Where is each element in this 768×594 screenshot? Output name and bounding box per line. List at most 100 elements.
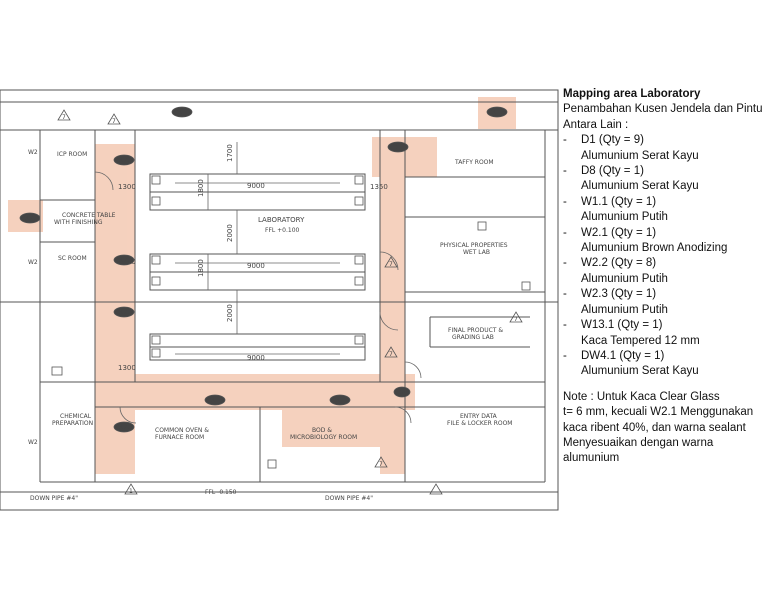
dim-2000-a: 2000 [226, 224, 234, 242]
marker-numbers: 7 7 7 7 7 7 1 [62, 114, 518, 495]
down-pipe-right: DOWN PIPE #4" [325, 495, 373, 502]
room-chemical-2: PREPARATION [52, 420, 93, 427]
note-line: Menyesuaikan dengan warna [563, 436, 714, 449]
tag-w2-2-d: W2.2 [118, 424, 134, 431]
room-physical: PHYSICAL PROPERTIES [440, 242, 508, 249]
marker-7-c: 7 [389, 261, 393, 268]
laboratory-floor-plan: LABORATORY FFL +0.100 ICP ROOM CONCRETE … [0, 89, 559, 511]
triangle-markers [57, 109, 523, 495]
notes-panel: Mapping area Laboratory Penambahan Kusen… [563, 87, 768, 467]
opening-list-item: -W2.2 (Qty = 8) Alumunium Putih [563, 256, 768, 287]
bullet: - [563, 349, 567, 362]
dim-9000-c: 9000 [247, 354, 265, 362]
ffl-exterior: FFL -0.150 [205, 489, 237, 496]
marker-7-f: 7 [379, 461, 383, 468]
item-label: W13.1 (Qty = 1) [581, 319, 663, 332]
bullet: - [563, 257, 567, 270]
room-taffy: TAFFY ROOM [454, 159, 494, 166]
dim-1700: 1700 [226, 144, 234, 162]
item-label: DW4.1 (Qty = 1) [581, 349, 665, 362]
bullet: - [563, 226, 567, 239]
dim-9000-a: 9000 [247, 182, 265, 190]
item-material: Alumunium Serat Kayu [581, 180, 699, 193]
opening-list-item: - W13.1 (Qty = 1) Kaca Tempered 12 mm [563, 318, 768, 349]
bullet: - [563, 288, 567, 301]
marker-7-d: 7 [389, 351, 393, 358]
dim-1800-b: 1800 [197, 259, 205, 277]
tag-w2-c: W2 [28, 439, 38, 446]
door-swings [94, 171, 422, 424]
tag-w2-2-a: W2.2 [118, 157, 134, 164]
room-icp: ICP ROOM [57, 151, 87, 158]
tag-w2-2-c: W2.2 [118, 309, 134, 316]
tag-d8: D8 [397, 389, 406, 396]
opening-tag-labels: W2.1 W2.2 W2.2 W2.2 W2.2 W1 W13 D1 D8 W1… [24, 109, 505, 446]
opening-list-item: - W2.3 (Qty = 1) Alumunium Putih [563, 287, 768, 318]
item-label: D8 (Qty = 1) [581, 165, 644, 178]
tag-w13: W13 [491, 109, 505, 116]
item-label: W2.1 (Qty = 1) [581, 226, 657, 239]
note-line: alumunium [563, 452, 620, 465]
notes-title: Mapping area Laboratory [563, 88, 701, 100]
bullet: - [563, 319, 567, 332]
note-line: t= 6 mm, kecuali W2.1 Menggunakan [563, 406, 754, 419]
room-laboratory: LABORATORY [258, 216, 305, 224]
item-material: Alumunium Serat Kayu [581, 365, 699, 378]
down-pipe-left: DOWN PIPE #4" [30, 495, 78, 502]
tag-w2-a: W2 [28, 149, 38, 156]
opening-list-item: - W1.1 (Qty = 1) Alumunium Putih [563, 195, 768, 226]
item-material: Alumunium Putih [581, 211, 668, 224]
highlight-areas [8, 97, 516, 474]
notes-intro-2: Antara Lain : [563, 118, 629, 131]
room-sc: SC ROOM [58, 255, 87, 262]
item-material: Alumunium Putih [581, 272, 668, 285]
marker-7-b: 7 [112, 118, 116, 125]
dim-9000-b: 9000 [247, 262, 265, 270]
room-micro: MICROBIOLOGY ROOM [290, 434, 357, 441]
walls [0, 89, 559, 511]
item-label: W2.3 (Qty = 1) [581, 288, 657, 301]
room-chemical: CHEMICAL [60, 413, 92, 420]
lab-benches [149, 173, 366, 361]
item-material: Alumunium Brown Anodizing [581, 242, 728, 255]
equipment-symbols [51, 175, 531, 469]
room-entry: ENTRY DATA [460, 413, 498, 420]
item-label: W1.1 (Qty = 1) [581, 195, 657, 208]
dim-1800-a: 1800 [197, 179, 205, 197]
opening-list-item: - D8 (Qty = 1) Alumunium Serat Kayu [563, 164, 768, 195]
note-line: Note : Untuk Kaca Clear Glass [563, 390, 720, 403]
room-laboratory-ffl: FFL +0.100 [265, 227, 300, 234]
item-material: Alumunium Serat Kayu [581, 149, 699, 162]
room-bod: BOD & [312, 427, 332, 434]
room-grading: GRADING LAB [452, 334, 494, 341]
dim-1350: 1350 [370, 183, 388, 191]
notes-intro-1: Penambahan Kusen Jendela dan Pintu [563, 103, 763, 116]
item-material: Kaca Tempered 12 mm [581, 334, 700, 347]
item-label: D1 (Qty = 9) [581, 134, 644, 147]
marker-1-a: 1 [129, 488, 133, 495]
room-concrete: CONCRETE TABLE [62, 212, 116, 219]
room-labels: LABORATORY FFL +0.100 ICP ROOM CONCRETE … [30, 151, 512, 502]
note-line: kaca ribent 40%, dan warna sealant [563, 421, 746, 434]
dim-1300-c: 1300 [118, 364, 136, 372]
dim-1300-a: 1300 [118, 183, 136, 191]
opening-list-item: - W2.1 (Qty = 1) Alumunium Brown Anodizin… [563, 226, 768, 257]
bullet: - [563, 165, 567, 178]
tag-w2-2-b: W2.2 [118, 257, 134, 264]
bullet: - [563, 134, 567, 147]
tag-w1-b: W1 [210, 397, 220, 404]
dimension-lines [175, 142, 340, 355]
room-final: FINAL PRODUCT & [448, 327, 503, 334]
tag-w1-c: W1 [335, 397, 345, 404]
tag-w2-b: W2 [28, 259, 38, 266]
marker-7-a: 7 [62, 114, 66, 121]
room-concrete-2: WITH FINISHING [54, 219, 103, 226]
item-material: Alumunium Putih [581, 303, 668, 316]
dim-2000-b: 2000 [226, 304, 234, 322]
opening-list-item: - D1 (Qty = 9) Alumunium Serat Kayu [563, 133, 768, 164]
tag-d1: D1 [393, 144, 402, 151]
marker-7-e: 7 [514, 316, 518, 323]
bullet: - [563, 195, 567, 208]
opening-list-item: - DW4.1 (Qty = 1) Alumunium Serat Kayu [563, 349, 768, 380]
opening-tags [19, 106, 508, 433]
